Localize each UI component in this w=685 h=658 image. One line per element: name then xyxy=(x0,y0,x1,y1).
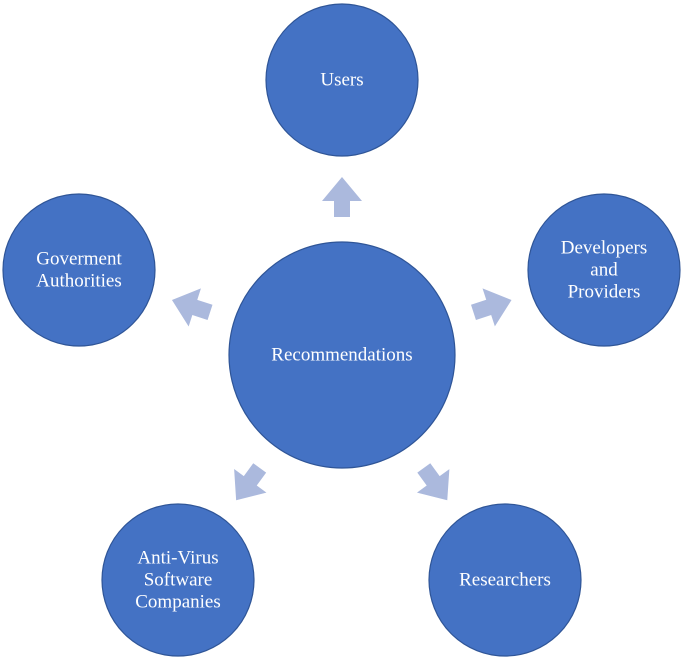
node-anti-virus-companies-label-line: Anti-Virus xyxy=(137,548,218,569)
node-anti-virus-companies-label-line: Companies xyxy=(135,592,221,613)
node-government-authorities-label-line: Goverment xyxy=(36,249,122,270)
arrow-to-users xyxy=(322,177,362,217)
node-government-authorities-circle xyxy=(2,193,156,347)
arrow-to-government-authorities xyxy=(171,288,213,327)
node-users-circle xyxy=(265,3,419,157)
node-developers-providers-label-line: Developers xyxy=(561,238,648,259)
arrows-layer xyxy=(171,177,512,501)
arrow-to-researchers xyxy=(416,463,450,501)
node-government-authorities-label-line: Authorities xyxy=(36,271,122,292)
node-users-label-line: Users xyxy=(320,70,363,91)
arrow-to-anti-virus-companies xyxy=(234,463,267,501)
center-node-recommendations-circle xyxy=(228,241,456,469)
center-node-recommendations: Recommendations xyxy=(228,241,456,469)
nodes-layer: Recommendations UsersDevelopersandProvide… xyxy=(2,3,681,657)
node-researchers: Researchers xyxy=(428,503,582,657)
node-anti-virus-companies-circle xyxy=(101,503,255,657)
arrow-to-developers-providers xyxy=(471,288,512,327)
node-developers-providers-label-line: and xyxy=(590,260,618,281)
node-anti-virus-companies-label-line: Software xyxy=(144,570,213,591)
node-developers-providers-circle xyxy=(527,193,681,347)
node-users: Users xyxy=(265,3,419,157)
node-developers-providers-label-line: Providers xyxy=(568,282,641,303)
node-researchers-label-line: Researchers xyxy=(459,570,551,591)
center-node-recommendations-label-line: Recommendations xyxy=(271,345,412,366)
node-researchers-circle xyxy=(428,503,582,657)
